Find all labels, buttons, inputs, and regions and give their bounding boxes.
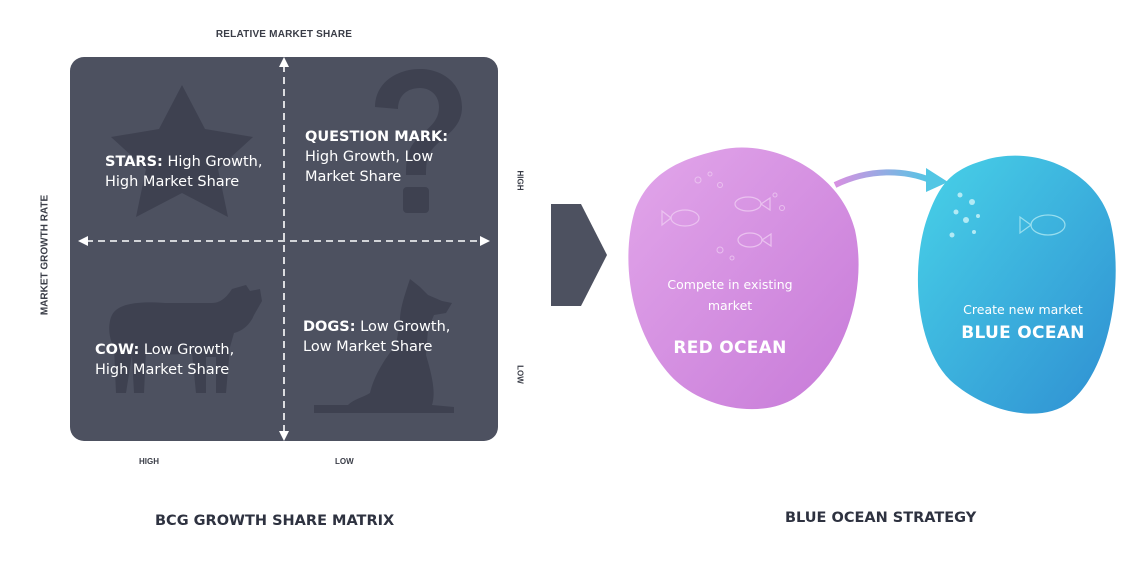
tick-x-low: LOW — [335, 457, 354, 466]
bcg-title: BCG GROWTH SHARE MATRIX — [155, 513, 395, 529]
ocean-graphics — [628, 147, 1116, 414]
tick-y-high: HIGH — [515, 170, 525, 191]
arrow-left-icon — [78, 236, 88, 246]
dog-icon — [314, 279, 454, 413]
quadrant-question-mark: QUESTION MARK: High Growth, Low Market S… — [305, 127, 485, 187]
question-text: High Growth, Low Market Share — [305, 149, 434, 185]
blue-ocean-title: BLUE OCEAN STRATEGY — [785, 510, 977, 526]
cow-text: Low Growth, High Market Share — [95, 342, 235, 378]
chevron-right-icon — [551, 204, 607, 306]
axis-left-label: MARKET GROWTH RATE — [39, 194, 51, 316]
red-ocean-blob — [628, 147, 859, 410]
question-mark-icon — [375, 69, 462, 213]
tick-y-low: LOW — [515, 365, 525, 384]
tick-x-high: HIGH — [139, 457, 159, 466]
arrow-head-icon — [926, 168, 948, 192]
quadrant-stars: STARS: High Growth, High Market Share — [105, 152, 275, 192]
blue-ocean-subtitle: Create new market — [963, 302, 1083, 317]
quadrant-cow: COW: Low Growth, High Market Share — [95, 340, 265, 380]
bubbles-blue — [949, 192, 980, 238]
blue-fish-icon — [1019, 214, 1066, 236]
blue-ocean-blob — [917, 155, 1116, 414]
bcg-matrix: STARS: High Growth, High Market Share QU… — [70, 57, 498, 441]
stars-label: STARS: — [105, 154, 163, 170]
stars-text: High Growth, High Market Share — [105, 154, 263, 190]
red-ocean-name: RED OCEAN — [673, 338, 787, 358]
axis-top-label: RELATIVE MARKET SHARE — [215, 29, 353, 40]
arrow-down-icon — [279, 431, 289, 441]
bubbles-red — [694, 171, 785, 261]
question-label: QUESTION MARK: — [305, 129, 449, 145]
dogs-text: Low Growth, Low Market Share — [303, 319, 451, 355]
cow-label: COW: — [95, 342, 140, 358]
red-ocean-subtitle: Compete in existing market — [667, 277, 793, 313]
arrow-up-icon — [279, 57, 289, 67]
quadrant-dogs: DOGS: Low Growth, Low Market Share — [303, 317, 483, 357]
cow-icon — [109, 285, 262, 393]
dogs-label: DOGS: — [303, 319, 356, 335]
arrow-right-icon — [480, 236, 490, 246]
star-icon — [111, 85, 253, 217]
matrix-graphics — [78, 57, 490, 441]
fish-icon — [661, 196, 772, 248]
blue-ocean-name: BLUE OCEAN — [961, 323, 1085, 343]
transition-arrow — [833, 169, 932, 188]
